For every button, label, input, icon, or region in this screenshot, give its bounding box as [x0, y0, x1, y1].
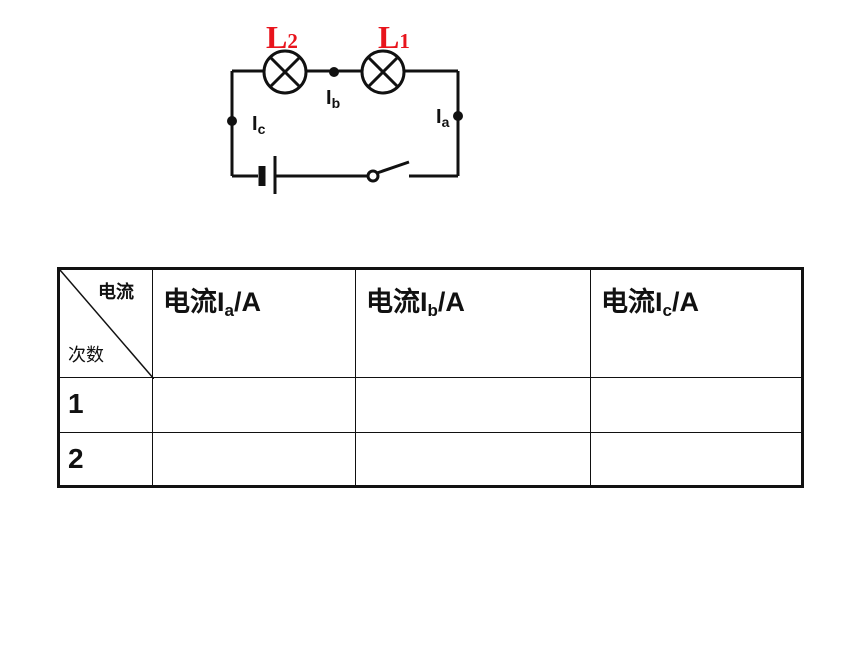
- battery: [258, 156, 277, 194]
- junction-c-dot: [227, 116, 237, 126]
- measurement-table: 电流 次数 电流Ia/A 电流Ib/A 电流Ic/A 1 2: [57, 267, 804, 488]
- corner-bottom-label: 次数: [68, 345, 104, 365]
- row-label: 1: [58, 377, 153, 433]
- corner-cell: 电流 次数: [58, 268, 154, 379]
- table-cell[interactable]: [590, 377, 803, 433]
- lamp-l2: [262, 49, 308, 95]
- row-label: 2: [58, 432, 153, 487]
- circuit-wires: [230, 69, 460, 178]
- switch: [366, 160, 410, 183]
- circuit-diagram: L2 L1 Ib Ic Ia: [227, 19, 463, 194]
- table-cell[interactable]: [590, 432, 803, 487]
- table-cell[interactable]: [152, 432, 356, 487]
- table-header-row: 电流 次数 电流Ia/A 电流Ib/A 电流Ic/A: [58, 268, 803, 379]
- table-row: 2: [58, 432, 803, 487]
- corner-top-label: 电流: [98, 282, 134, 302]
- lamp-l1-label: L1: [378, 19, 410, 55]
- lamp-l1: [360, 49, 406, 95]
- current-c-label: Ic: [252, 113, 266, 137]
- lamp-l2-label: L2: [266, 19, 298, 55]
- header-current-a: 电流Ia/A: [152, 268, 356, 378]
- header-current-b: 电流Ib/A: [355, 268, 591, 378]
- current-b-label: Ib: [326, 87, 340, 111]
- junction-b-dot: [329, 67, 339, 77]
- junction-a-dot: [453, 111, 463, 121]
- corner-diagonal: [60, 270, 154, 379]
- table-cell[interactable]: [355, 432, 591, 487]
- table-cell[interactable]: [355, 377, 591, 433]
- header-current-c: 电流Ic/A: [590, 268, 803, 378]
- current-a-label: Ia: [436, 106, 450, 130]
- table-cell[interactable]: [152, 377, 356, 433]
- table-row: 1: [58, 377, 803, 433]
